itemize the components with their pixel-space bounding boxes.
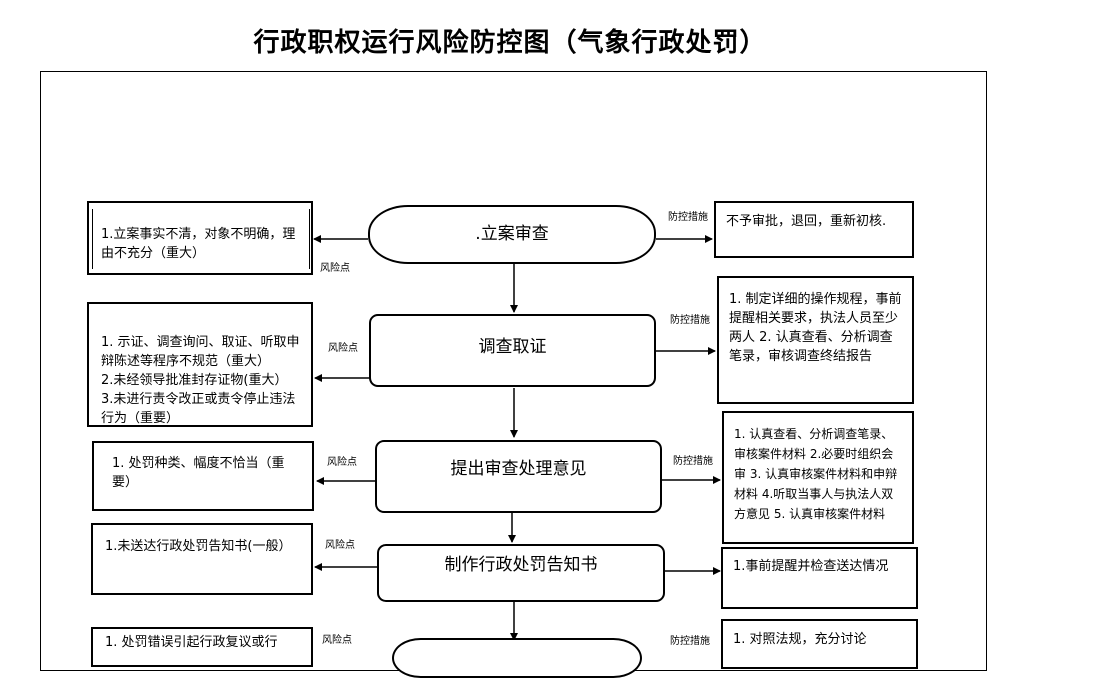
risk-label-1: 风险点	[320, 263, 350, 274]
risk-box-2: 1. 示证、调查询问、取证、听取申辩陈述等程序不规范（重大） 2.未经领导批准封…	[87, 302, 313, 427]
process-label-4: 制作行政处罚告知书	[444, 555, 598, 575]
control-label-5: 防控措施	[670, 636, 710, 647]
process-label-2: 调查取证	[478, 337, 547, 357]
risk-text-3: 1. 处罚种类、幅度不恰当（重要）	[112, 456, 285, 490]
control-text-3: 1. 认真查看、分析调查笔录、审核案件材料 2.必要时组织会审 3. 认真审核案…	[734, 427, 898, 521]
control-label-3: 防控措施	[673, 456, 713, 467]
process-step-5	[392, 638, 642, 678]
process-step-2: 调查取证	[369, 314, 656, 387]
process-label-3: 提出审查处理意见	[450, 459, 587, 479]
risk-text-1: 1.立案事实不清，对象不明确，理由不充分（重大）	[101, 227, 296, 261]
risk-label-3: 风险点	[327, 457, 357, 468]
control-box-5: 1. 对照法规，充分讨论	[721, 619, 918, 669]
risk-box-1-inner-right	[309, 209, 310, 269]
process-label-1: .立案审查	[475, 224, 549, 244]
control-box-1: 不予审批，退回，重新初核.	[714, 201, 914, 258]
diagram-title: 行政职权运行风险防控图（气象行政处罚）	[253, 28, 767, 58]
risk-label-4: 风险点	[325, 540, 355, 551]
control-text-2: 1. 制定详细的操作规程，事前提醒相关要求，执法人员至少两人 2. 认真查看、分…	[729, 292, 902, 364]
control-label-2: 防控措施	[670, 315, 710, 326]
risk-box-1-inner-left	[92, 209, 93, 269]
control-text-4: 1.事前提醒并检查送达情况	[733, 559, 889, 574]
process-step-3: 提出审查处理意见	[375, 440, 662, 513]
process-step-1: .立案审查	[368, 205, 656, 264]
process-step-4: 制作行政处罚告知书	[377, 544, 665, 602]
risk-label-2: 风险点	[328, 343, 358, 354]
control-text-5: 1. 对照法规，充分讨论	[733, 632, 867, 647]
risk-text-4: 1.未送达行政处罚告知书(一般）	[105, 539, 292, 554]
control-label-1: 防控措施	[668, 212, 708, 223]
risk-box-4: 1.未送达行政处罚告知书(一般）	[91, 523, 313, 595]
control-text-1: 不予审批，退回，重新初核.	[726, 214, 887, 229]
risk-text-2: 1. 示证、调查询问、取证、听取申辩陈述等程序不规范（重大） 2.未经领导批准封…	[101, 335, 300, 426]
risk-box-3: 1. 处罚种类、幅度不恰当（重要）	[92, 441, 314, 511]
risk-box-1: 1.立案事实不清，对象不明确，理由不充分（重大）	[87, 201, 313, 275]
risk-label-5: 风险点	[322, 635, 352, 646]
control-box-3: 1. 认真查看、分析调查笔录、审核案件材料 2.必要时组织会审 3. 认真审核案…	[722, 411, 914, 544]
control-box-2: 1. 制定详细的操作规程，事前提醒相关要求，执法人员至少两人 2. 认真查看、分…	[717, 276, 914, 404]
control-box-4: 1.事前提醒并检查送达情况	[721, 547, 918, 609]
risk-box-5: 1. 处罚错误引起行政复议或行	[91, 627, 313, 667]
